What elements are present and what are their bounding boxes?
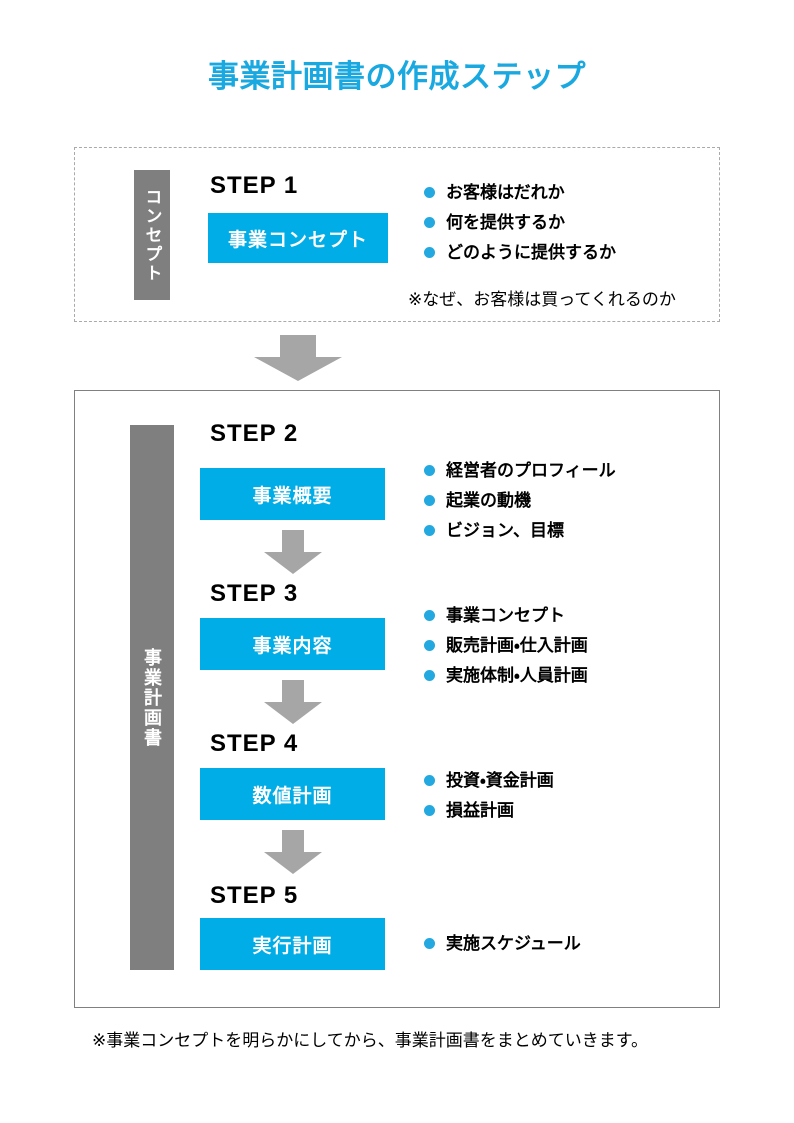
bullet-text: どのように提供するか xyxy=(446,242,616,262)
bullet-dot-icon xyxy=(424,524,435,536)
bullet-text: 事業コンセプト xyxy=(446,605,565,625)
bullet-dot-icon xyxy=(424,669,435,681)
step-label-3: STEP 3 xyxy=(210,580,299,607)
bullet-list-step-2: 経営者のプロフィール 起業の動機 ビジョン、目標 xyxy=(424,455,616,545)
list-item: 実施スケジュール xyxy=(424,928,581,958)
step-box-1[interactable]: 事業コンセプト xyxy=(208,213,388,263)
arrow-down-step-4-to-5-icon xyxy=(262,830,324,874)
list-item: ビジョン、目標 xyxy=(424,515,616,545)
section-concept xyxy=(74,147,720,322)
bullet-text: 経営者のプロフィール xyxy=(446,460,616,480)
list-item: 起業の動機 xyxy=(424,485,616,515)
bullet-dot-icon xyxy=(424,937,435,949)
arrow-down-large-icon xyxy=(250,335,346,381)
bullet-text: 投資・資金計画 xyxy=(446,770,554,790)
bullet-dot-icon xyxy=(424,609,435,621)
side-label-business-plan-text: 事業計画書 xyxy=(142,647,162,748)
bullet-text: 損益計画 xyxy=(446,800,514,820)
step-label-1: STEP 1 xyxy=(210,172,299,199)
list-item: 経営者のプロフィール xyxy=(424,455,616,485)
side-label-concept-text: コンセプト xyxy=(142,187,162,283)
list-item: どのように提供するか xyxy=(424,237,616,267)
step-label-5: STEP 5 xyxy=(210,882,299,909)
bullet-text: お客様はだれか xyxy=(446,182,565,202)
bullet-dot-icon xyxy=(424,639,435,651)
list-item: お客様はだれか xyxy=(424,177,616,207)
bullet-dot-icon xyxy=(424,494,435,506)
note-concept: ※なぜ、お客様は買ってくれるのか xyxy=(408,290,676,309)
arrow-down-step-2-to-3-icon xyxy=(262,530,324,574)
bullet-dot-icon xyxy=(424,464,435,476)
side-label-business-plan: 事業計画書 xyxy=(130,425,174,970)
bullet-dot-icon xyxy=(424,246,435,258)
list-item: 実施体制・人員計画 xyxy=(424,660,588,690)
bullet-dot-icon xyxy=(424,774,435,786)
list-item: 事業コンセプト xyxy=(424,600,588,630)
bullet-text: 実施体制・人員計画 xyxy=(446,665,588,685)
list-item: 何を提供するか xyxy=(424,207,616,237)
bullet-text: 実施スケジュール xyxy=(446,933,581,953)
arrow-down-step-3-to-4-icon xyxy=(262,680,324,724)
step-box-3[interactable]: 事業内容 xyxy=(200,618,385,670)
list-item: 販売計画・仕入計画 xyxy=(424,630,588,660)
step-label-4: STEP 4 xyxy=(210,730,299,757)
bullet-dot-icon xyxy=(424,216,435,228)
bullet-text: 何を提供するか xyxy=(446,212,565,232)
list-item: 投資・資金計画 xyxy=(424,765,554,795)
step-box-5[interactable]: 実行計画 xyxy=(200,918,385,970)
bullet-text: ビジョン、目標 xyxy=(446,520,564,540)
page-title: 事業計画書の作成ステップ xyxy=(208,59,586,94)
bullet-text: 販売計画・仕入計画 xyxy=(446,635,588,655)
step-label-2: STEP 2 xyxy=(210,420,299,447)
list-item: 損益計画 xyxy=(424,795,554,825)
section-business-plan xyxy=(74,390,720,1008)
bullet-list-step-5: 実施スケジュール xyxy=(424,928,581,958)
bullet-dot-icon xyxy=(424,186,435,198)
bullet-text: 起業の動機 xyxy=(446,490,531,510)
bullet-list-step-4: 投資・資金計画 損益計画 xyxy=(424,765,554,825)
step-box-2[interactable]: 事業概要 xyxy=(200,468,385,520)
step-box-4[interactable]: 数値計画 xyxy=(200,768,385,820)
bullet-dot-icon xyxy=(424,804,435,816)
bullet-list-step-3: 事業コンセプト 販売計画・仕入計画 実施体制・人員計画 xyxy=(424,600,588,690)
bullet-list-step-1: お客様はだれか 何を提供するか どのように提供するか xyxy=(424,177,616,267)
footer-note: ※事業コンセプトを明らかにしてから、事業計画書をまとめていきます。 xyxy=(92,1031,649,1050)
side-label-concept: コンセプト xyxy=(134,170,170,300)
